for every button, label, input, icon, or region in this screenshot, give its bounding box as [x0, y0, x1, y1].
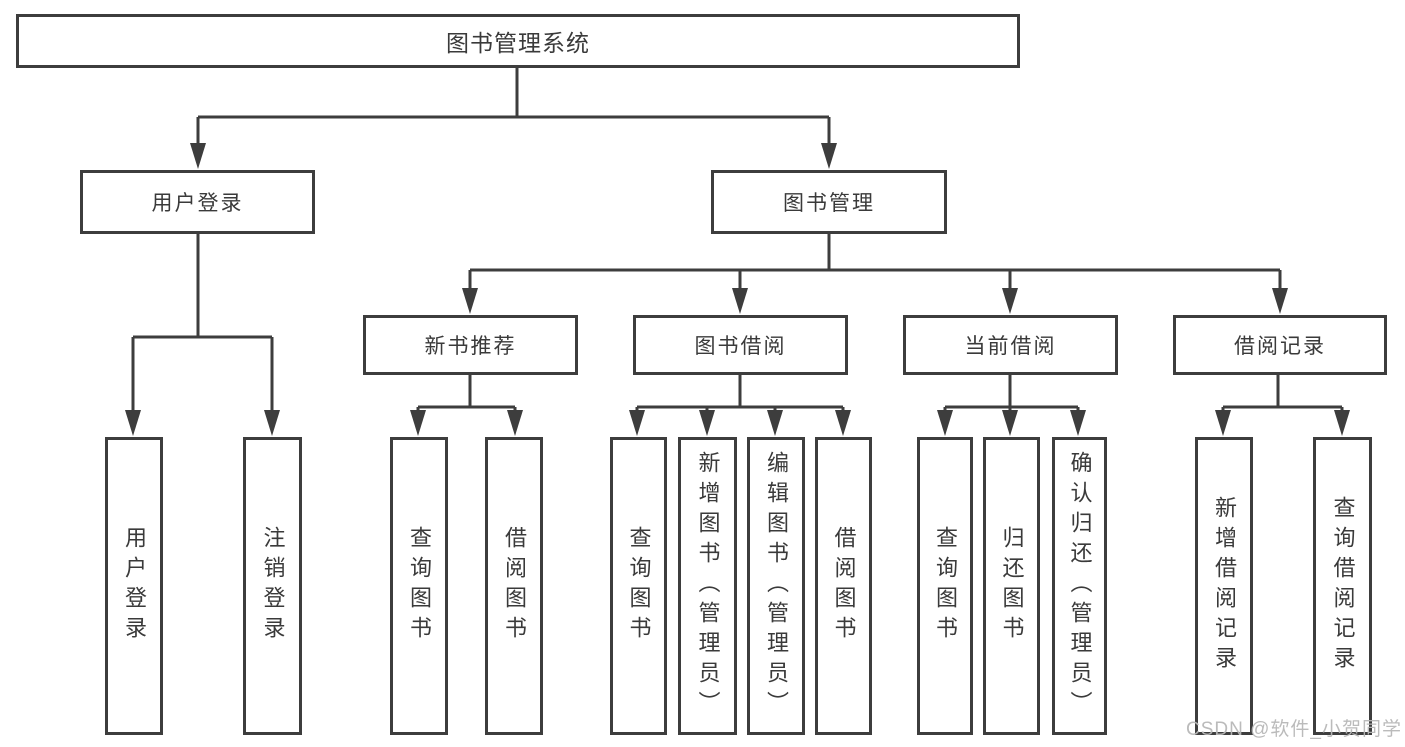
connector-root	[196, 68, 831, 148]
node-user-login-label: 用户登录	[151, 192, 244, 215]
leaf-logout-login-label: 注销登录	[260, 526, 286, 646]
node-user-login: 用户登录	[80, 170, 315, 234]
leaf-current-query-books-label: 查询图书	[933, 526, 958, 646]
connector-current-borrow-group	[943, 375, 1080, 415]
leaf-borrow-add-books-admin: 新增图书（管理员）	[678, 437, 737, 735]
node-book-management: 图书管理	[711, 170, 947, 234]
node-borrow-records: 借阅记录	[1173, 315, 1387, 375]
connector-book-management-branch	[468, 234, 1282, 292]
leaf-recommend-query-books-label: 查询图书	[407, 526, 432, 646]
csdn-watermark: CSDN @软件_小贺同学	[1186, 719, 1402, 740]
leaf-borrow-query-books: 查询图书	[610, 437, 667, 735]
leaf-borrow-add-books-admin-label: 新增图书（管理员）	[695, 451, 721, 721]
leaf-records-add-record-label: 新增借阅记录	[1212, 496, 1237, 676]
node-root: 图书管理系统	[16, 14, 1020, 68]
node-borrow-records-label: 借阅记录	[1234, 335, 1326, 358]
arrowheads	[125, 143, 1350, 436]
leaf-current-return-books: 归还图书	[983, 437, 1040, 735]
leaf-records-query-record: 查询借阅记录	[1313, 437, 1372, 735]
leaf-borrow-borrow-books: 借阅图书	[815, 437, 872, 735]
node-book-management-label: 图书管理	[783, 192, 875, 215]
node-root-label: 图书管理系统	[446, 30, 590, 56]
node-book-borrow: 图书借阅	[633, 315, 848, 375]
leaf-records-query-record-label: 查询借阅记录	[1330, 496, 1356, 676]
leaf-recommend-borrow-books: 借阅图书	[485, 437, 543, 735]
leaf-user-login-label: 用户登录	[122, 526, 147, 646]
node-new-book-recommend-label: 新书推荐	[424, 335, 517, 358]
leaf-borrow-edit-books-admin: 编辑图书（管理员）	[747, 437, 805, 735]
leaf-current-query-books: 查询图书	[917, 437, 973, 735]
leaf-records-add-record: 新增借阅记录	[1195, 437, 1253, 735]
leaf-current-confirm-return-admin-label: 确认归还（管理员）	[1067, 451, 1093, 721]
leaf-borrow-borrow-books-label: 借阅图书	[831, 526, 857, 646]
connector-user-login-branch	[131, 234, 274, 415]
leaf-user-login: 用户登录	[105, 437, 163, 735]
connector-new-book-group	[416, 375, 517, 415]
connector-book-borrow-group	[635, 375, 845, 415]
leaf-recommend-query-books: 查询图书	[390, 437, 448, 735]
leaf-recommend-borrow-books-label: 借阅图书	[502, 526, 527, 646]
node-book-borrow-label: 图书借阅	[694, 335, 787, 358]
leaf-borrow-edit-books-admin-label: 编辑图书（管理员）	[764, 451, 789, 721]
node-new-book-recommend: 新书推荐	[363, 315, 578, 375]
leaf-logout-login: 注销登录	[243, 437, 302, 735]
leaf-current-return-books-label: 归还图书	[999, 526, 1025, 646]
leaf-current-confirm-return-admin: 确认归还（管理员）	[1052, 437, 1107, 735]
node-current-borrow-label: 当前借阅	[964, 335, 1057, 358]
node-current-borrow: 当前借阅	[903, 315, 1118, 375]
connector-borrow-records-group	[1221, 375, 1344, 415]
leaf-borrow-query-books-label: 查询图书	[626, 526, 652, 646]
